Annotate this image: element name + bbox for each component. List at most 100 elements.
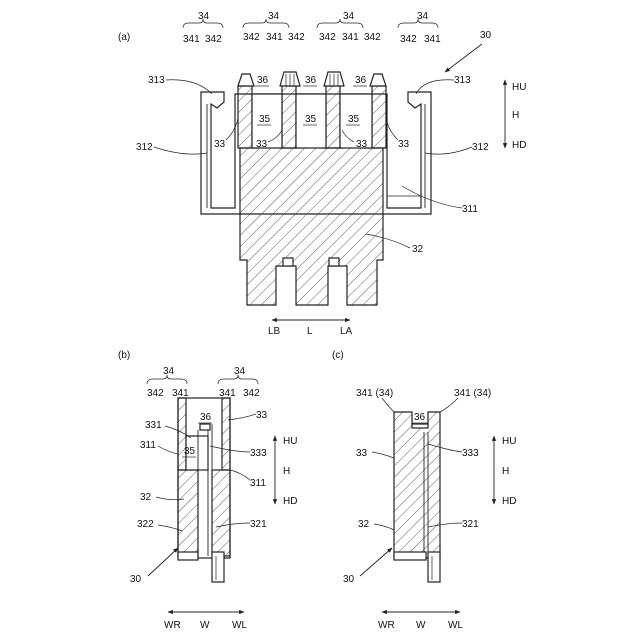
a-label-35-1: 35: [259, 114, 271, 125]
a-sub-3: 342: [243, 32, 260, 43]
a-sub-9: 342: [400, 34, 417, 45]
c-body-33: [394, 412, 440, 558]
a-post-3: [326, 86, 340, 148]
c-label-333: 333: [462, 448, 479, 459]
b-label-32: 32: [140, 492, 152, 503]
a-label-34-3: 34: [343, 11, 355, 22]
c-label-33: 33: [356, 448, 368, 459]
c-label-36: 36: [414, 412, 426, 423]
b-brace-2: [218, 375, 258, 384]
b-hatch-left: [178, 470, 198, 556]
a-post-4: [372, 86, 386, 148]
a-tab-right: [329, 258, 339, 266]
b-foot-left: [178, 552, 198, 560]
panel-c: (c) 341 (34) 341 (34) 36 33 333 32 321 3…: [332, 350, 516, 631]
a-axis-hu: HU: [512, 82, 526, 93]
c-axis-wl: WL: [448, 620, 463, 631]
a-axis-l: L: [307, 326, 313, 337]
b-axis-hu: HU: [283, 436, 297, 447]
b-label-311-l: 311: [140, 440, 156, 451]
c-axis-h-vertical: HU H HD: [494, 436, 516, 507]
a-post-2: [282, 86, 296, 148]
b-axis-wr: WR: [164, 620, 181, 631]
b-axis-h: H: [283, 466, 290, 477]
b-label-34-1: 34: [163, 366, 175, 377]
b-axis-hd: HD: [283, 496, 297, 507]
a-sub-1: 341: [183, 34, 200, 45]
a-brace-4: [398, 19, 438, 28]
a-brace-3: [317, 19, 363, 28]
a-sub-5: 342: [288, 32, 305, 43]
a-post-1: [238, 86, 252, 148]
c-notch-36: [412, 424, 428, 428]
panel-a-braces: 34 34 34 34 341 342 342 341 342 342 341 …: [183, 11, 441, 45]
a-arrow-30: [445, 44, 482, 72]
b-label-34-2: 34: [234, 366, 246, 377]
a-label-311: 311: [462, 204, 478, 215]
b-wall-right: [222, 398, 230, 470]
b-label-33: 33: [256, 410, 268, 421]
c-axis-h: H: [502, 466, 509, 477]
c-label-32: 32: [358, 519, 370, 530]
b-label-322: 322: [137, 519, 154, 530]
b-arrow-30: [148, 548, 178, 576]
a-label-34-2: 34: [268, 11, 280, 22]
b-label-333: 333: [250, 448, 267, 459]
c-arrow-30: [360, 548, 392, 576]
a-label-313-l: 313: [148, 75, 165, 86]
a-label-32: 32: [412, 244, 424, 255]
b-sub-3: 341: [219, 388, 236, 399]
c-axis-wr: WR: [378, 620, 395, 631]
b-sub-1: 342: [147, 388, 164, 399]
a-label-33-4: 33: [398, 139, 410, 150]
c-axis-hd: HD: [502, 496, 516, 507]
c-tail: [428, 552, 440, 582]
a-tab-left: [283, 258, 293, 266]
a-sub-7: 341: [342, 32, 359, 43]
a-sub-8: 342: [364, 32, 381, 43]
b-tail: [212, 552, 224, 582]
b-sub-2: 341: [172, 388, 189, 399]
panel-a-tag: (a): [118, 32, 130, 43]
a-axis-lb: LB: [268, 326, 281, 337]
a-label-33-1: 33: [214, 139, 226, 150]
a-axis-h-vertical: HU H HD: [505, 80, 526, 151]
c-foot: [394, 552, 426, 560]
a-axis-hd: HD: [512, 140, 526, 151]
a-cap-1: [238, 74, 254, 86]
b-label-36: 36: [200, 412, 212, 423]
b-axis-w-horizontal: WR W WL: [164, 612, 247, 631]
c-label-321: 321: [462, 519, 479, 530]
b-label-331: 331: [145, 420, 162, 431]
a-brace-1: [183, 19, 223, 28]
b-label-30: 30: [130, 574, 142, 585]
panel-b: (b) 34 34 342 341 341 342 36 33 331 333 …: [118, 350, 297, 631]
a-label-36-3: 36: [355, 75, 367, 86]
a-brace-2: [243, 19, 289, 28]
b-label-311-r: 311: [250, 478, 266, 489]
c-axis-w-horizontal: WR W WL: [378, 612, 463, 631]
a-label-35-2: 35: [305, 114, 317, 125]
a-axis-l-horizontal: LB L LA: [268, 320, 353, 337]
b-brace-1: [147, 375, 187, 384]
c-label-341-left: 341 (34): [356, 388, 393, 399]
a-label-34-1: 34: [198, 11, 210, 22]
panel-b-tag: (b): [118, 350, 130, 361]
c-axis-w: W: [416, 620, 426, 631]
b-label-321: 321: [250, 519, 267, 530]
a-label-36-1: 36: [257, 75, 269, 86]
b-hatch-right: [212, 470, 230, 556]
b-axis-h-vertical: HU H HD: [275, 436, 297, 507]
a-sub-2: 342: [205, 34, 222, 45]
a-sub-6: 342: [319, 32, 336, 43]
a-sub-4: 341: [266, 32, 283, 43]
a-label-34-4: 34: [417, 11, 429, 22]
a-cap-4: [370, 74, 386, 86]
b-notch-36: [200, 424, 210, 430]
a-label-312-l: 312: [136, 142, 153, 153]
c-axis-hu: HU: [502, 436, 516, 447]
a-sub-10: 341: [424, 34, 441, 45]
a-label-33-2: 33: [256, 139, 268, 150]
b-label-35: 35: [184, 446, 196, 457]
